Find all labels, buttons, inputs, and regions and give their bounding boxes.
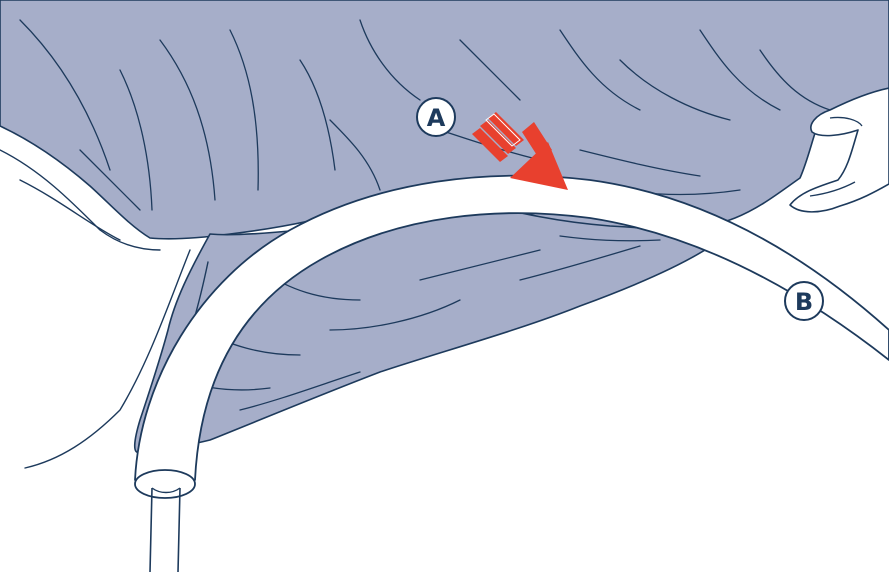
callout-a: A bbox=[417, 98, 455, 136]
frame-pole bbox=[150, 488, 180, 572]
callout-b: B bbox=[785, 282, 823, 320]
callout-b-label: B bbox=[795, 288, 813, 316]
frame-tube-end bbox=[135, 470, 195, 498]
callout-a-label: A bbox=[427, 104, 446, 132]
